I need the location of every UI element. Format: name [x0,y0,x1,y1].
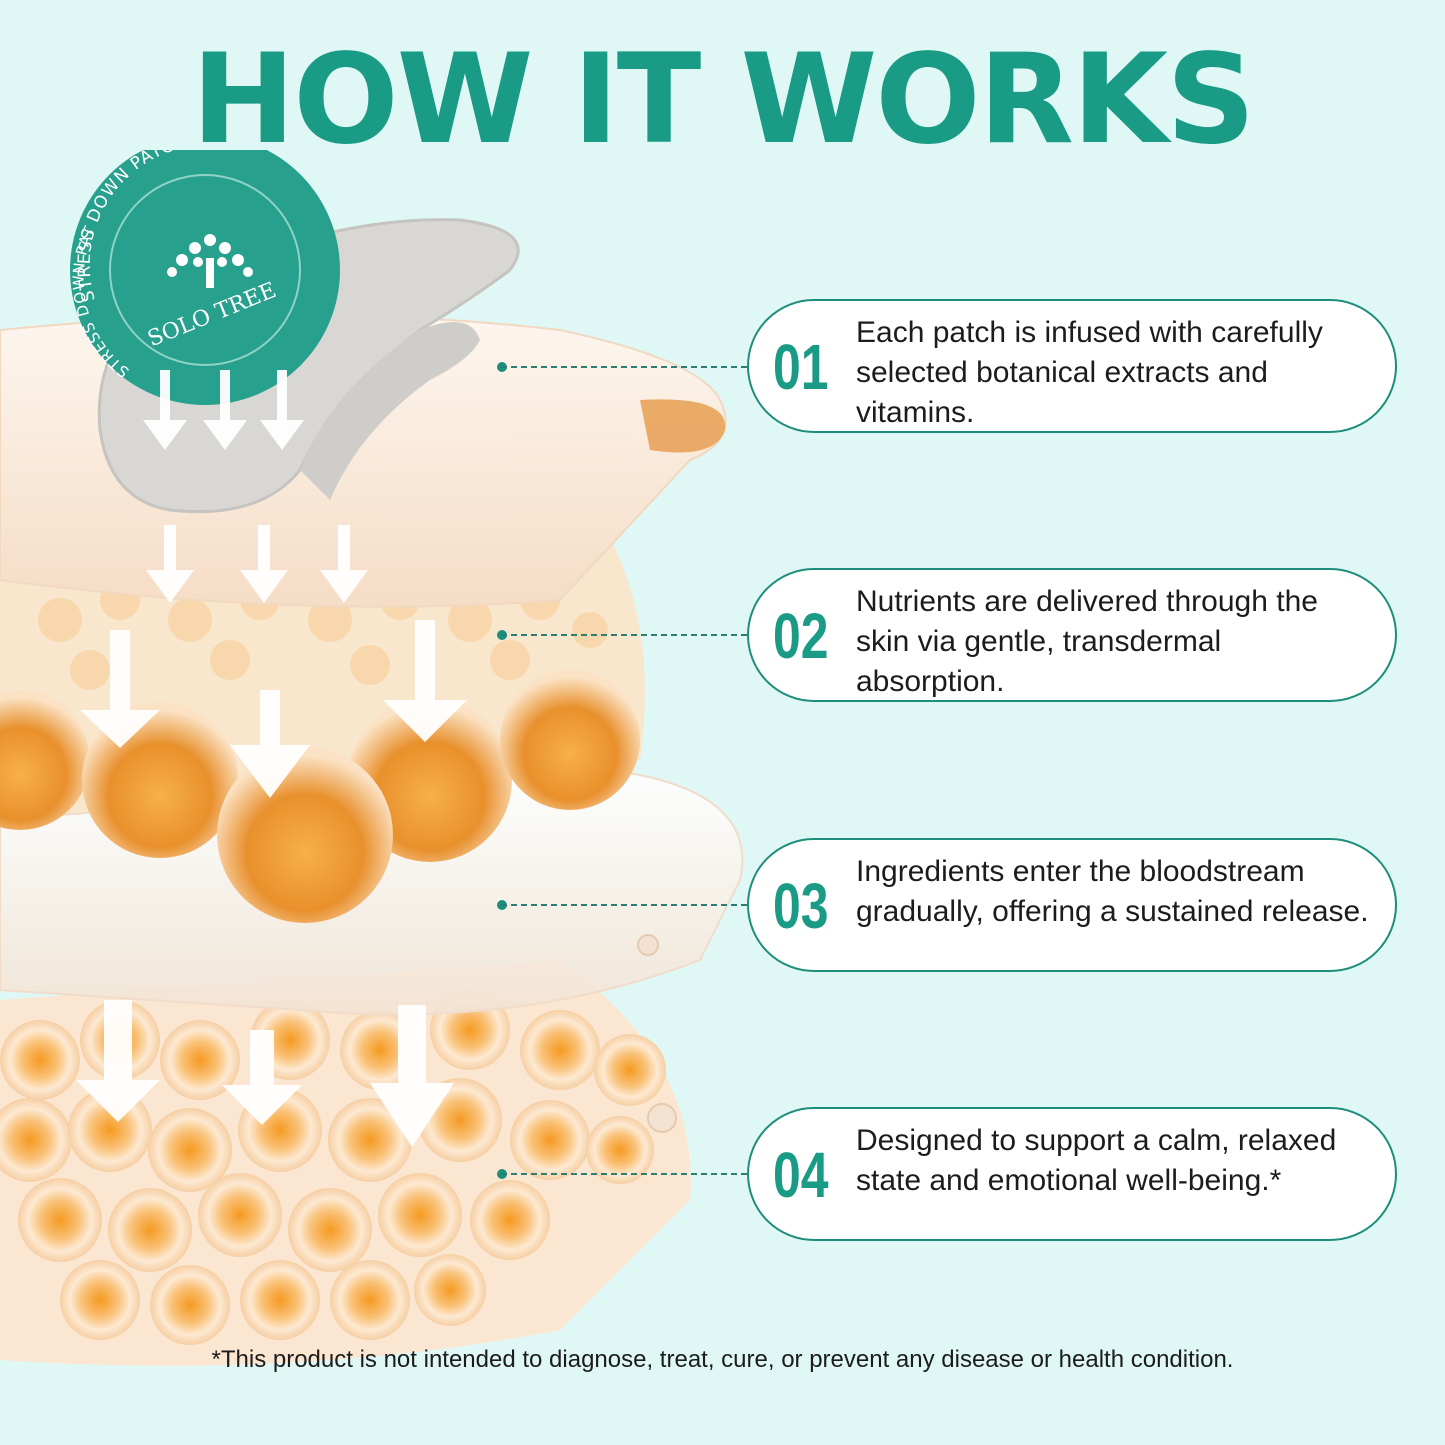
step-card-1: 01 Each patch is infused with carefully … [747,299,1397,433]
connector-line-3 [501,904,747,906]
connector-line-1 [501,366,747,368]
tree-logo-icon [167,234,253,288]
step-number: 02 [773,600,829,672]
connector-line-2 [501,634,747,636]
step-number: 04 [773,1139,829,1211]
absorption-arrows [76,370,467,1147]
page-title: HOW IT WORKS [191,28,1255,172]
step-description: Ingredients enter the bloodstream gradua… [856,855,1369,928]
step-card-4: 04 Designed to support a calm, relaxed s… [747,1107,1397,1241]
skin-layers-illustration: STRESS DOWN PATCH STRESS DOWN PATCH SOLO… [0,150,744,1366]
step-number: 01 [773,331,829,403]
step-description: Nutrients are delivered through the skin… [856,585,1318,698]
step-card-2: 02 Nutrients are delivered through the s… [747,568,1397,702]
connector-line-4 [501,1173,747,1175]
step-description: Each patch is infused with carefully sel… [856,316,1323,429]
step-card-3: 03 Ingredients enter the bloodstream gra… [747,838,1397,972]
step-number: 03 [773,870,829,942]
disclaimer: *This product is not intended to diagnos… [211,1346,1234,1373]
nutrient-spheres [0,670,640,923]
step-description: Designed to support a calm, relaxed stat… [856,1124,1337,1197]
